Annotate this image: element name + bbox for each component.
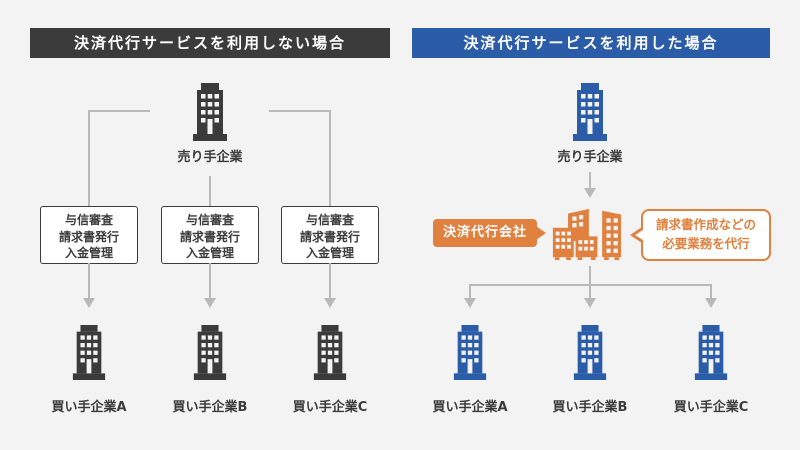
connector-line <box>88 263 90 299</box>
building-icon-dark <box>313 325 347 380</box>
task-line: 与信審査 <box>185 213 234 227</box>
task-line: 与信審査 <box>305 213 354 227</box>
arrow-down-icon <box>584 298 596 308</box>
building-icon-blue <box>453 325 487 380</box>
task-line: 与信審査 <box>64 213 113 227</box>
task-box: 与信審査 請求書発行 入金管理 <box>281 206 379 264</box>
arrow-down-icon <box>83 298 95 308</box>
seller-company-label: 売り手企業 <box>557 150 623 165</box>
connector-line <box>269 110 330 112</box>
agency-tag-pointer <box>536 226 546 240</box>
task-line: 入金管理 <box>185 246 234 260</box>
buyer-company-label: 買い手企業B <box>172 400 248 415</box>
task-line: 入金管理 <box>305 246 354 260</box>
task-line: 請求書発行 <box>299 229 360 244</box>
arrow-down-icon <box>464 298 476 308</box>
connector-line <box>589 172 591 189</box>
connector-line <box>710 284 712 299</box>
connector-line <box>209 263 211 299</box>
speech-bubble: 請求書作成などの 必要業務を代行 <box>641 209 771 261</box>
task-line: 請求書発行 <box>179 229 240 244</box>
task-box: 与信審査 請求書発行 入金管理 <box>161 206 259 264</box>
arrow-down-icon <box>204 298 216 308</box>
connector-line <box>589 266 591 284</box>
agency-company-tag: 決済代行会社 <box>433 219 537 247</box>
connector-line <box>329 110 331 206</box>
buyer-company-label: 買い手企業B <box>552 400 628 415</box>
connector-line <box>209 176 211 206</box>
building-icon-dark <box>193 325 227 380</box>
arrow-down-icon <box>324 298 336 308</box>
connector-line <box>469 284 471 299</box>
buyer-company-label: 買い手企業C <box>292 400 368 415</box>
buildings-cluster-icon-orange <box>552 208 622 261</box>
building-icon-blue <box>573 325 607 380</box>
connector-line <box>88 110 90 206</box>
arrow-down-icon <box>705 298 717 308</box>
building-icon-blue <box>694 325 728 380</box>
buyer-company-label: 買い手企業A <box>51 400 127 415</box>
arrow-down-icon <box>584 188 596 198</box>
connector-line <box>89 110 150 112</box>
buyer-company-label: 買い手企業C <box>673 400 749 415</box>
building-icon-dark <box>72 325 106 380</box>
bubble-line: 請求書作成などの <box>655 217 756 232</box>
buyer-company-label: 買い手企業A <box>432 400 508 415</box>
task-line: 入金管理 <box>64 246 113 260</box>
task-box: 与信審査 請求書発行 入金管理 <box>40 206 138 264</box>
connector-line <box>589 284 591 299</box>
building-icon-blue <box>573 83 607 141</box>
panel-header-without-service: 決済代行サービスを利用しない場合 <box>30 28 390 58</box>
seller-company-label: 売り手企業 <box>177 150 243 165</box>
bubble-line: 必要業務を代行 <box>662 236 750 251</box>
task-line: 請求書発行 <box>58 229 119 244</box>
building-icon-dark <box>193 83 227 141</box>
connector-line <box>329 263 331 299</box>
panel-header-with-service: 決済代行サービスを利用した場合 <box>412 28 770 58</box>
speech-bubble-tail <box>635 229 643 240</box>
